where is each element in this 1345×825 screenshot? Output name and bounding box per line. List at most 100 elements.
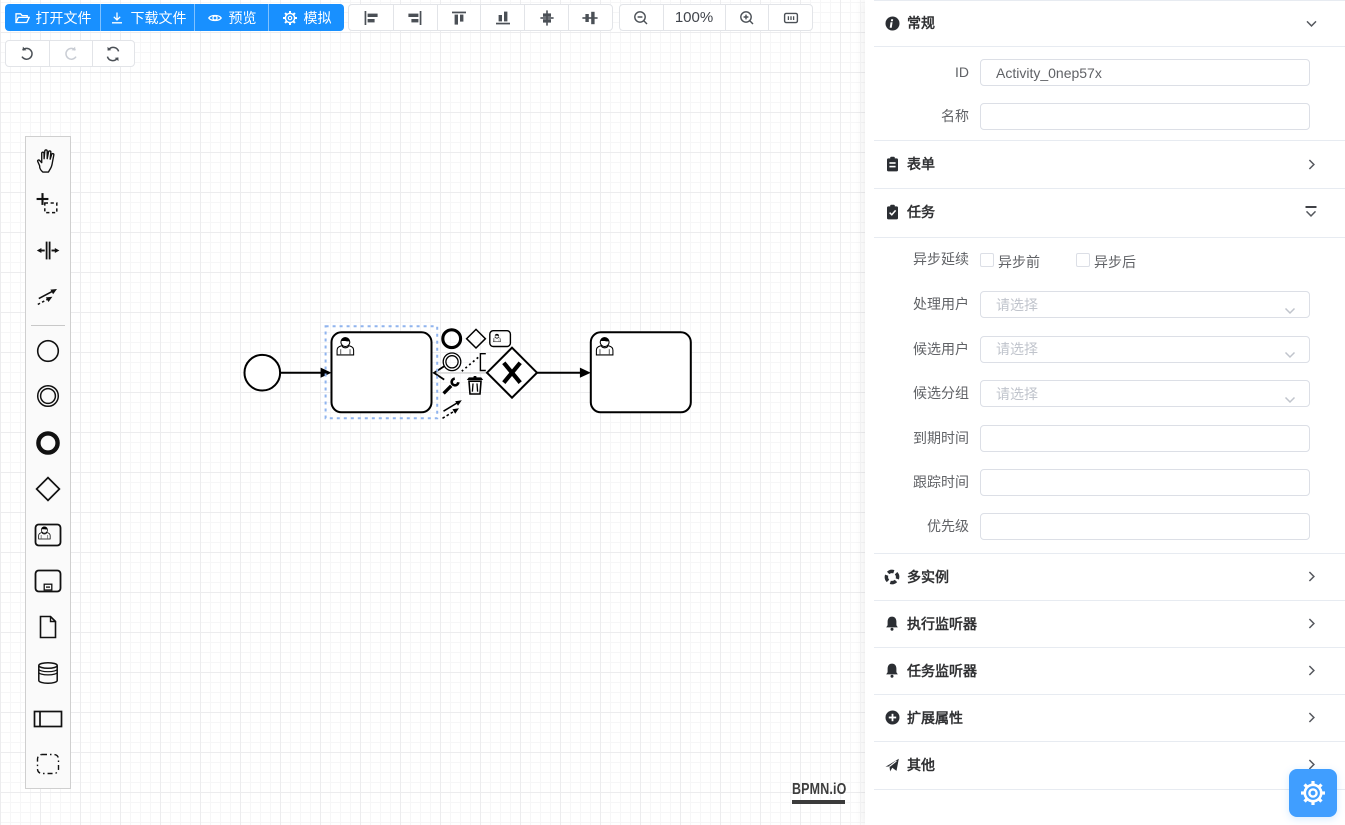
pad-append-gateway[interactable] (465, 328, 487, 350)
assignee-select[interactable]: 请选择 (980, 291, 1310, 318)
create-participant[interactable] (26, 697, 70, 741)
sequence-flow-3[interactable] (537, 367, 591, 378)
zoom-level: 100% (662, 5, 725, 30)
create-data-object[interactable] (26, 605, 70, 649)
panel-divider (874, 694, 1345, 695)
section-header-task[interactable]: 任务 (874, 188, 1345, 236)
align-right-button[interactable] (392, 5, 437, 30)
select-placeholder: 请选择 (996, 296, 1038, 313)
section-header-other[interactable]: 其他 (874, 741, 1345, 789)
section-header-form[interactable]: 表单 (874, 140, 1345, 188)
restart-button[interactable] (91, 41, 135, 66)
pad-append-intermediate-event[interactable] (442, 352, 462, 372)
panel-divider (874, 46, 1345, 47)
lasso-tool[interactable] (26, 183, 70, 227)
align-left-button[interactable] (349, 5, 393, 30)
bpmn-io-logo-text: BPMN.iO (792, 781, 847, 798)
create-end-event[interactable] (26, 421, 70, 465)
pad-replace-wrench-icon[interactable] (442, 377, 460, 395)
section-header-execution-listener[interactable]: 执行监听器 (874, 600, 1345, 647)
candidate-groups-select[interactable]: 请选择 (980, 380, 1310, 407)
bell-icon (884, 616, 900, 632)
zoom-reset-icon (783, 12, 798, 23)
start-event-shape[interactable] (243, 353, 282, 392)
panel-divider (874, 600, 1345, 601)
create-exclusive-gateway[interactable] (26, 467, 70, 511)
align-vertical-center-button[interactable] (524, 5, 568, 30)
settings-fab-button[interactable] (1289, 769, 1337, 817)
async-after-checkbox[interactable] (1076, 253, 1090, 267)
collapse-up-icon (1304, 205, 1318, 219)
select-placeholder: 请选择 (996, 385, 1038, 402)
zoom-out-button[interactable] (620, 5, 663, 30)
name-input[interactable] (980, 103, 1310, 130)
pad-connect-icon[interactable] (442, 400, 462, 419)
hand-tool[interactable] (26, 138, 70, 182)
align-toolbar (348, 4, 613, 31)
sequence-flow-2[interactable] (432, 365, 487, 381)
section-title: 其他 (907, 756, 935, 773)
align-horizontal-center-button[interactable] (567, 5, 612, 30)
chevron-down-icon (1304, 16, 1318, 30)
section-header-multi-instance[interactable]: 多实例 (874, 553, 1345, 600)
panel-divider (874, 741, 1345, 742)
section-title: 表单 (907, 156, 935, 172)
restart-icon (107, 46, 120, 61)
arrowhead (320, 367, 332, 378)
folder-open-icon (14, 12, 30, 23)
async-before-checkbox[interactable] (980, 253, 994, 267)
preview-button[interactable]: 预览 (194, 4, 268, 31)
chevron-right-icon (1304, 157, 1318, 171)
create-intermediate-event[interactable] (26, 374, 70, 418)
zoom-in-button[interactable] (724, 5, 769, 30)
align-bottom-button[interactable] (480, 5, 524, 30)
bpmn-io-logo[interactable]: BPMN.iO (792, 782, 862, 804)
bpmn-io-logo-bar (792, 799, 845, 804)
user-task-icon (336, 337, 355, 356)
id-input[interactable]: Activity_0nep57x (980, 59, 1310, 86)
simulate-button[interactable]: 模拟 (268, 4, 344, 31)
align-horizontal-center-icon (582, 11, 598, 24)
user-task-shape[interactable] (330, 331, 433, 414)
zoom-in-icon (739, 10, 754, 24)
chevron-right-icon (1304, 711, 1318, 725)
panel-divider (874, 0, 1345, 1)
zoom-reset-button[interactable] (768, 5, 812, 30)
id-label: ID (955, 64, 969, 80)
user-task-2-shape[interactable] (589, 331, 692, 414)
create-user-task[interactable] (26, 513, 70, 557)
create-group[interactable] (26, 742, 70, 786)
align-vertical-center-icon (539, 9, 554, 26)
select-placeholder: 请选择 (996, 341, 1038, 357)
create-data-store[interactable] (26, 651, 70, 695)
due-date-input[interactable] (980, 425, 1310, 452)
exclusive-gateway-shape[interactable] (485, 346, 539, 400)
section-header-general[interactable]: 常规 (874, 0, 1345, 46)
priority-input[interactable] (980, 513, 1310, 540)
redo-button[interactable] (48, 41, 92, 66)
bpmn-canvas[interactable]: BPMN.iO (0, 0, 865, 825)
pad-append-end-event[interactable] (441, 328, 463, 350)
pad-delete-trash-icon[interactable] (466, 376, 484, 395)
download-file-button[interactable]: 下载文件 (100, 4, 194, 31)
pad-append-text-annotation[interactable] (461, 353, 486, 372)
create-subprocess[interactable] (26, 559, 70, 603)
async-label: 异步延续 (913, 251, 969, 267)
undo-button[interactable] (6, 41, 49, 66)
open-file-button[interactable]: 打开文件 (5, 4, 100, 31)
panel-divider (874, 188, 1345, 189)
pad-append-user-task[interactable] (489, 330, 512, 348)
section-header-extension-properties[interactable]: 扩展属性 (874, 694, 1345, 741)
align-top-button[interactable] (436, 5, 481, 30)
space-tool[interactable] (26, 229, 70, 273)
follow-up-input[interactable] (980, 469, 1310, 496)
sequence-flow-1[interactable] (280, 367, 332, 378)
section-header-task-listener[interactable]: 任务监听器 (874, 647, 1345, 694)
selection-outline (324, 325, 439, 420)
file-toolbar: 打开文件 下载文件 预览 (5, 4, 344, 31)
chevron-down-icon (1284, 302, 1296, 318)
global-connect-tool[interactable] (26, 274, 70, 318)
info-icon (884, 15, 900, 31)
create-start-event[interactable] (26, 329, 70, 373)
candidate-users-select[interactable]: 请选择 (980, 335, 1310, 363)
